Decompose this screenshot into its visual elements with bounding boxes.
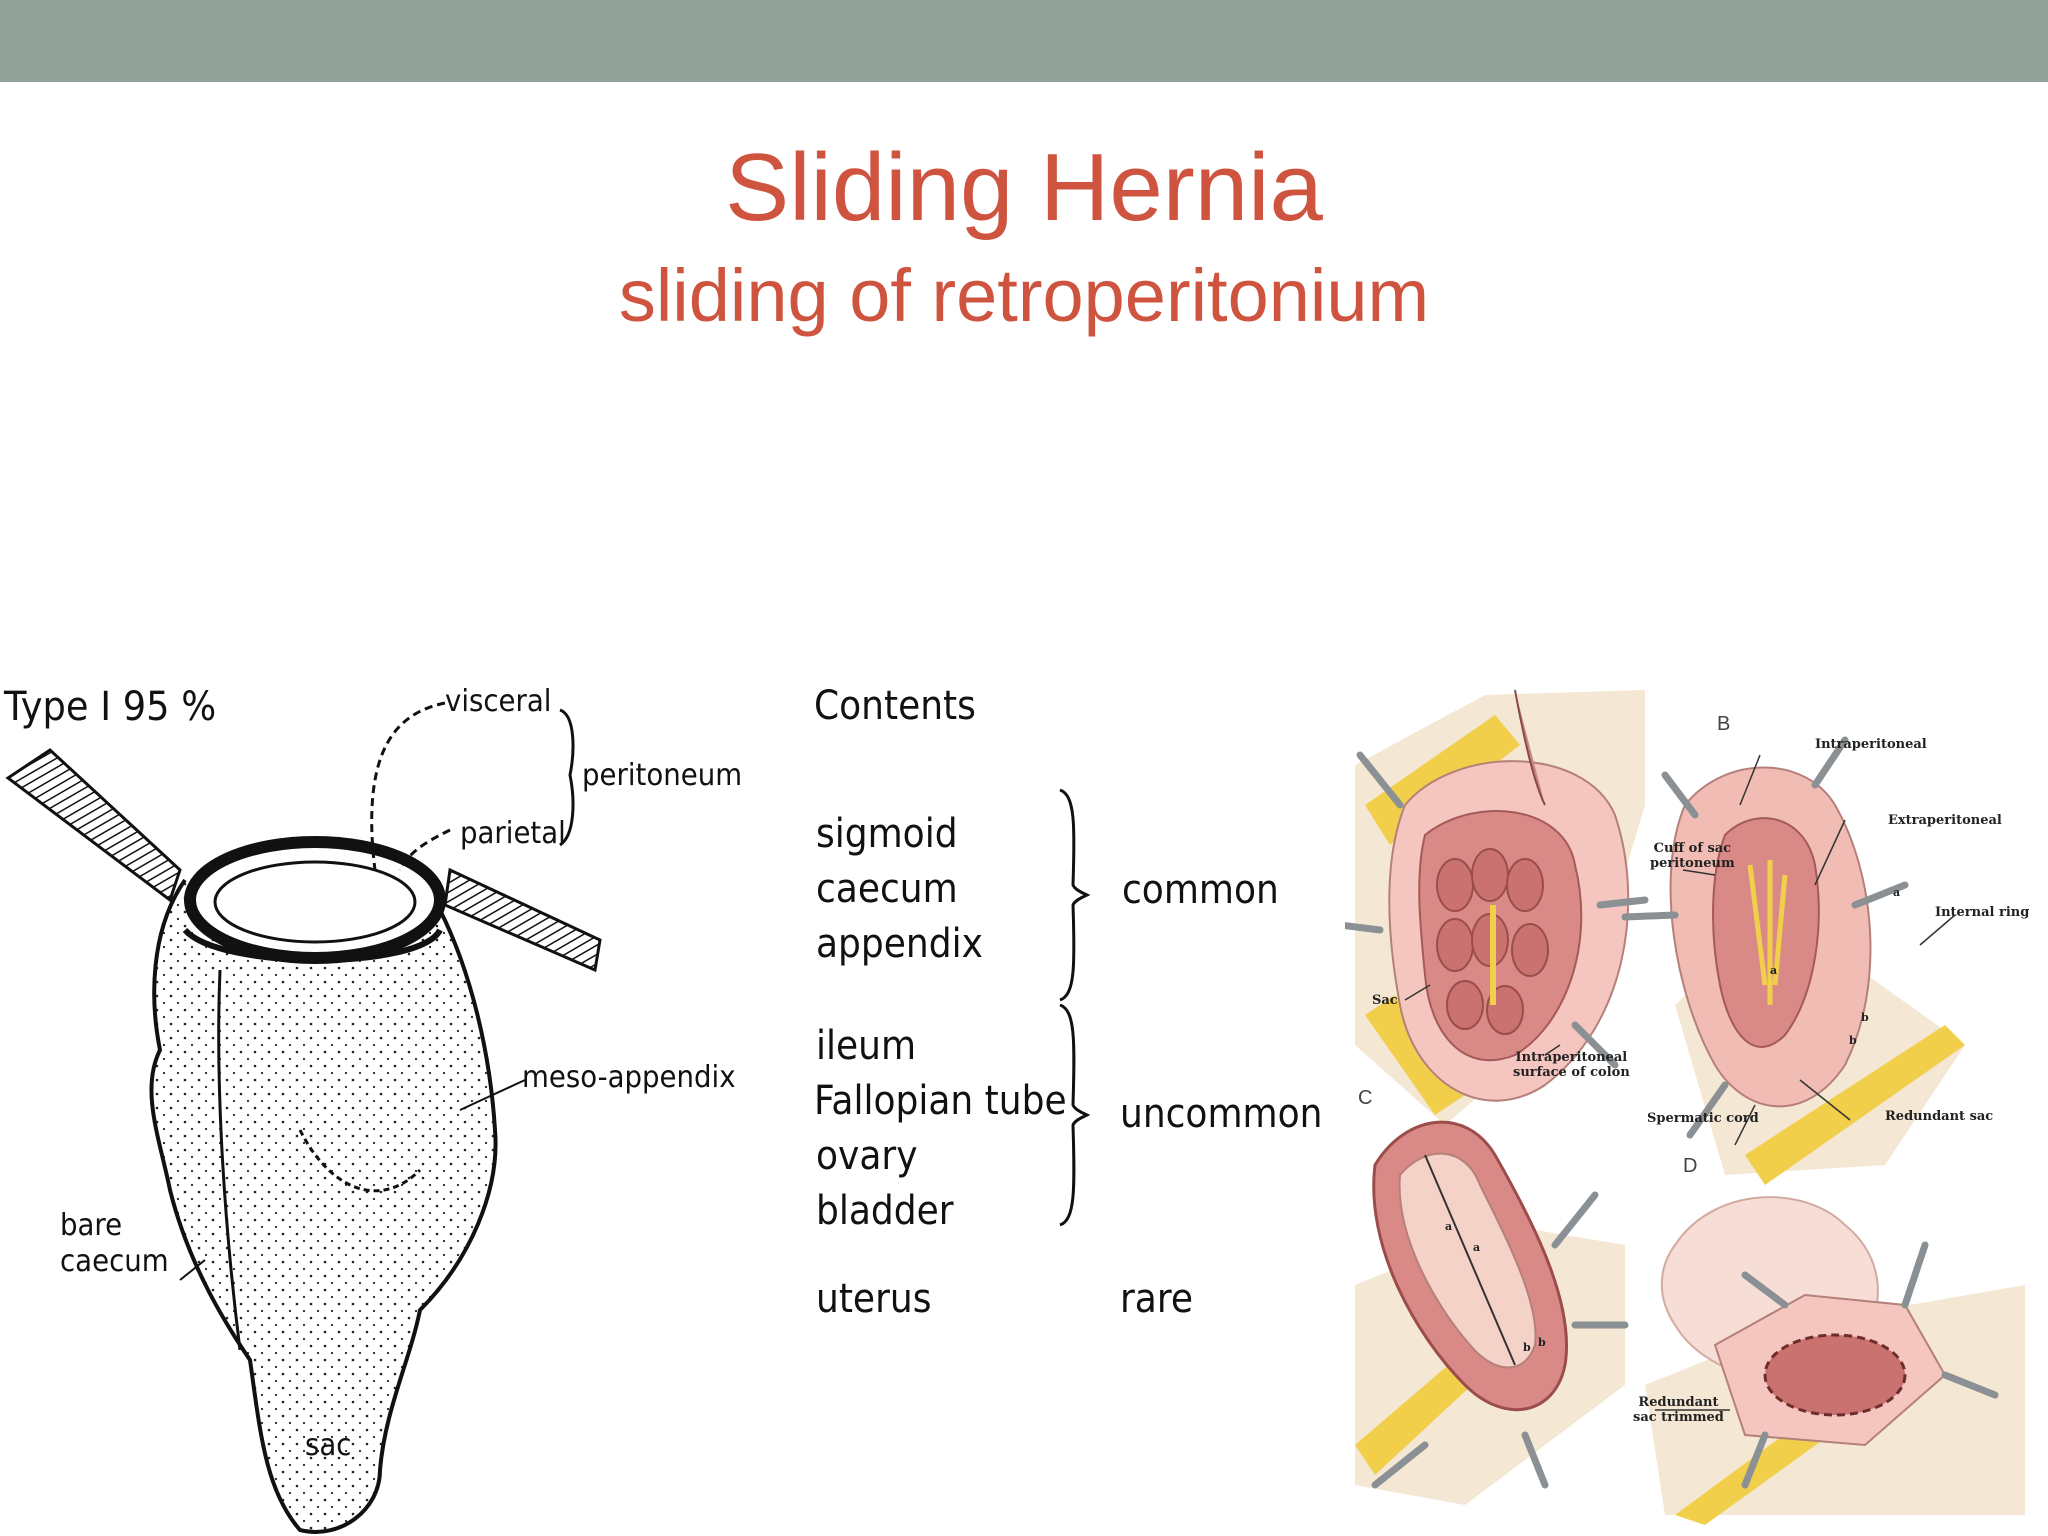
content-item: bladder (816, 1188, 954, 1234)
intraperitoneal-colon-label: Intraperitoneal surface of colon (1513, 1050, 1630, 1080)
label-line: peritoneum (1650, 856, 1735, 871)
content-item: Fallopian tube (814, 1078, 1067, 1124)
panel-label-c: C (1358, 1087, 1373, 1109)
bare-label: bare (60, 1208, 123, 1243)
parietal-label: parietal (460, 816, 566, 851)
visceral-label: visceral (445, 684, 552, 719)
contents-list: Contents sigmoid caecum appendix common … (800, 670, 1340, 1330)
content-item: caecum (816, 866, 958, 912)
spermatic-cord-label: Spermatic cord (1647, 1111, 1759, 1126)
frequency-uncommon: uncommon (1120, 1091, 1323, 1137)
type-label: Type I 95 % (4, 684, 217, 730)
mark-label: b (1523, 1341, 1531, 1354)
mark-label: b (1849, 1034, 1857, 1047)
cuff-of-sac-label: Cuff of sac peritoneum (1650, 841, 1735, 871)
slide-subtitle: sliding of retroperitonium (618, 254, 1430, 337)
surgical-panels (1345, 689, 2025, 1525)
panel-label-d: D (1683, 1155, 1698, 1177)
slide-title: Sliding Hernia (725, 134, 1323, 241)
content-item: uterus (816, 1276, 932, 1322)
mark-label: a (1445, 1220, 1453, 1233)
sac-label: sac (305, 1428, 352, 1463)
redundant-sac-trimmed-label: Redundant sac trimmed (1633, 1395, 1724, 1425)
intraperitoneal-label: Intraperitoneal (1815, 737, 1927, 752)
panel-label-b: B (1717, 713, 1731, 735)
content-item: ovary (816, 1133, 918, 1179)
visceral-peritoneum-line (370, 701, 446, 871)
panel-b-illustration (1621, 736, 1965, 1185)
contents-heading: Contents (814, 683, 976, 729)
peritoneum-label: peritoneum (582, 758, 743, 793)
content-item: appendix (816, 921, 983, 967)
abdominal-wall-right (443, 867, 602, 973)
peritoneum-bracket (559, 708, 575, 847)
mark-label: a (1473, 1241, 1481, 1254)
internal-ring-label: Internal ring (1935, 905, 2030, 920)
panel-d-illustration (1645, 1196, 2025, 1525)
mark-label: b (1538, 1336, 1546, 1349)
label-line: Intraperitoneal (1515, 1050, 1628, 1065)
surgical-repair-illustration: B C D Sac Intraperitoneal surface of col… (1345, 685, 2045, 1525)
caecum-outline (149, 878, 498, 1534)
panel-a-illustration (1345, 689, 1649, 1125)
uncommon-brace (1059, 1003, 1091, 1227)
sac-label: Sac (1372, 993, 1398, 1008)
extraperitoneal-label: Extraperitoneal (1888, 813, 2002, 828)
label-line: sac trimmed (1633, 1410, 1724, 1425)
label-line: surface of colon (1513, 1065, 1630, 1080)
sliding-hernia-diagram: Type I 95 % visceral peritoneum parietal… (0, 670, 760, 1536)
common-brace (1059, 788, 1091, 1002)
abdominal-wall-left (5, 748, 182, 903)
mark-label: a (1893, 886, 1901, 899)
label-line: Cuff of sac (1653, 841, 1732, 856)
frequency-common: common (1122, 867, 1279, 913)
mark-label: b (1861, 1011, 1869, 1024)
label-line: Redundant (1638, 1395, 1719, 1410)
top-accent-bar (0, 0, 2048, 82)
meso-appendix-label: meso-appendix (522, 1060, 736, 1095)
content-item: sigmoid (816, 811, 958, 857)
frequency-rare: rare (1120, 1276, 1194, 1322)
panel-c-illustration (1355, 1120, 1629, 1505)
caecum-label: caecum (60, 1244, 169, 1279)
mark-label: a (1770, 964, 1778, 977)
redundant-sac-label: Redundant sac (1885, 1109, 1994, 1124)
content-item: ileum (816, 1023, 917, 1069)
hernia-line-drawing (5, 701, 602, 1534)
